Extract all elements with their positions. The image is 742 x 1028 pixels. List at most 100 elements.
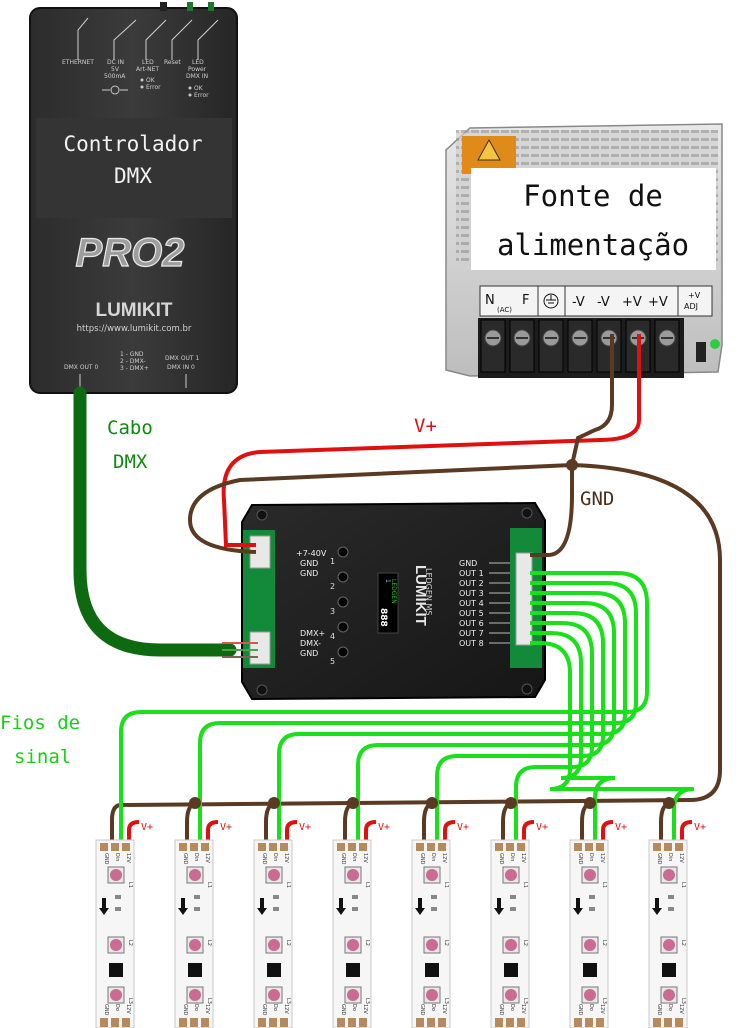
strip-pad-label: Do — [351, 1004, 357, 1011]
label-sinal: sinal — [14, 746, 71, 768]
output-label: OUT 3 — [459, 589, 484, 598]
cut-label: L1 — [127, 882, 133, 888]
led-chip — [189, 869, 201, 881]
terminal-vplus-2: +V — [648, 295, 668, 310]
cut-label: L2 — [127, 940, 133, 946]
cut-label: L2 — [522, 940, 528, 946]
psu-title-line1: Fonte de — [523, 179, 663, 213]
cut-label: L3 — [601, 998, 607, 1004]
strip-pad-label: Do — [667, 1004, 673, 1011]
led-chip — [268, 989, 280, 1001]
strip-pad-label: GND — [419, 1004, 425, 1016]
signal-wire — [530, 641, 695, 842]
strip-pad-label: GND — [577, 853, 583, 865]
strip-pad-label: GND — [656, 853, 662, 865]
led-chip — [268, 939, 280, 951]
strip-pad-label: 12V — [125, 853, 131, 863]
ic-chip — [662, 963, 676, 977]
term-7-40v: +7-40V — [296, 549, 327, 558]
led-chip — [347, 939, 359, 951]
dmx-connector — [249, 631, 271, 665]
controller-url: https://www.lumikit.com.br — [77, 324, 192, 334]
strip-pad-label: GND — [103, 853, 109, 865]
power-label: Power — [188, 66, 207, 73]
dcin-label: DC IN — [107, 59, 124, 66]
display-line-1: 1 — [384, 579, 391, 583]
arrow-down-icon — [99, 898, 109, 915]
pinout-2: 2 - DMX- — [120, 358, 146, 365]
strip-pad-label: 12V — [204, 853, 210, 863]
led-chip — [663, 989, 675, 1001]
led-chip — [110, 989, 122, 1001]
led-chip — [584, 869, 596, 881]
strip-pad-label: Do — [588, 1004, 594, 1011]
cut-label: L3 — [206, 998, 212, 1004]
terminal-vminus-1: -V — [572, 295, 585, 310]
cut-label: L1 — [443, 882, 449, 888]
strip-pad-label: 12V — [599, 853, 605, 863]
strip-pad-label: GND — [261, 853, 267, 865]
led-chip — [426, 989, 438, 1001]
signal-wire — [514, 621, 594, 842]
cut-label: L3 — [364, 998, 370, 1004]
decoder-button[interactable] — [337, 546, 349, 558]
cut-label: L3 — [285, 998, 291, 1004]
strip-pad-label: 12V — [204, 1004, 210, 1014]
power-led — [710, 339, 720, 349]
ok-label-2: OK — [194, 85, 204, 92]
cut-label: L1 — [680, 882, 686, 888]
cut-label: L1 — [285, 882, 291, 888]
ground-icon — [543, 293, 559, 309]
pinout-3: 3 - DMX+ — [120, 365, 149, 372]
strip-pad-label: Do — [272, 1004, 278, 1011]
strip-vplus-label: V+ — [299, 822, 311, 833]
decoder-button[interactable] — [337, 571, 349, 583]
dmx-out1-label: DMX OUT 1 — [165, 355, 200, 362]
arrow-down-icon — [573, 898, 583, 915]
strip-vplus-label: V+ — [141, 822, 153, 833]
vplus-wire — [221, 334, 641, 547]
controller-title-panel — [36, 118, 232, 218]
signal-wire — [198, 581, 638, 842]
strip-pad-label: Do — [193, 1004, 199, 1011]
dmx-cable — [73, 386, 237, 657]
output-label: OUT 6 — [459, 619, 484, 628]
decoder-button[interactable] — [337, 596, 349, 608]
strip-pad-label: GND — [577, 1004, 583, 1016]
strip-pad-label: GND — [419, 853, 425, 865]
strip-pad-label: GND — [340, 853, 346, 865]
diagram-labels: Cabo DMX V+ GND Fios de sinal — [0, 415, 614, 768]
strip-pad-label: 12V — [520, 853, 526, 863]
button-number: 1 — [330, 557, 335, 566]
decoder-button[interactable] — [337, 646, 349, 658]
psu-title-line2: alimentação — [497, 228, 689, 262]
led-chip — [110, 869, 122, 881]
cut-label: L1 — [206, 882, 212, 888]
psu-title-box — [471, 168, 716, 270]
led-chip — [505, 989, 517, 1001]
strip-pad-label: 12V — [599, 1004, 605, 1014]
ok-label-1: OK — [146, 77, 156, 84]
gnd-junction — [566, 459, 578, 471]
button-number: 3 — [330, 607, 335, 616]
arrow-down-icon — [494, 898, 504, 915]
ic-chip — [267, 963, 281, 977]
decoder-button[interactable] — [337, 621, 349, 633]
controller-title-line1: Controlador — [63, 132, 202, 156]
display-line-2: LEDGEN — [390, 579, 397, 604]
label-fios-de: Fios de — [0, 712, 80, 734]
strip-pad-label: Din — [588, 853, 594, 861]
controller-brand: LUMIKIT — [95, 300, 172, 321]
strip-pad-label: Do — [430, 1004, 436, 1011]
terminal-label-plate — [479, 285, 713, 317]
strip-pad-label: 12V — [678, 1004, 684, 1014]
dcin-5v-label: 5V — [111, 66, 120, 73]
strip-pad-label: Do — [114, 1004, 120, 1011]
gnd-wire-to-decoder — [187, 463, 573, 554]
